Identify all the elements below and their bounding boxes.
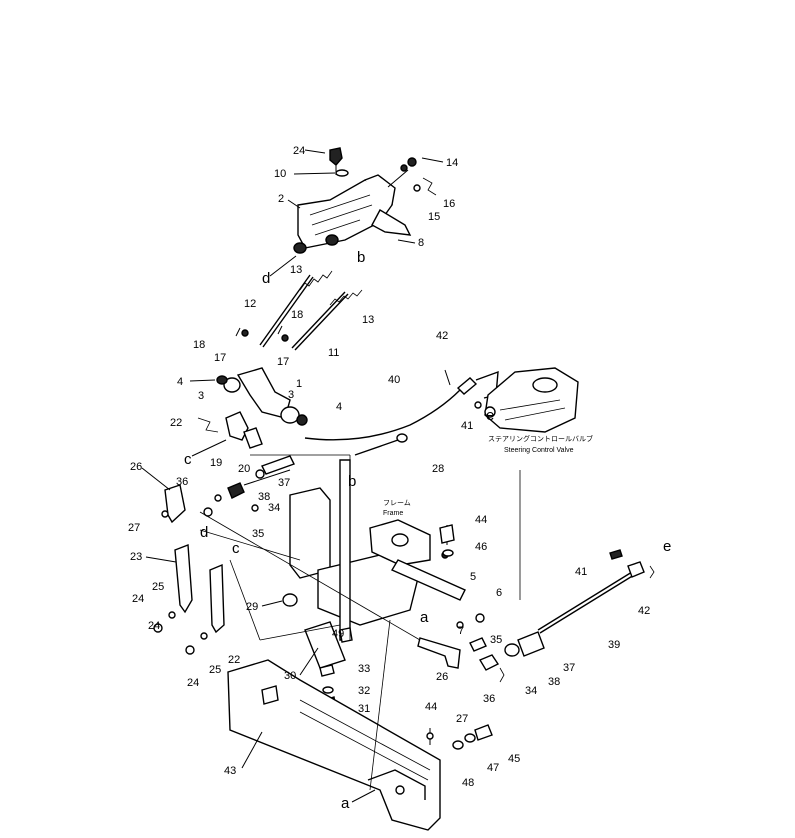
part-labels: 24 10 14 16 15 2 8 d 13 b 12 18 13 18 17… [128, 145, 671, 812]
part-label: 42 [638, 605, 650, 617]
connection-letter: e [486, 407, 494, 424]
part-label: 24 [132, 593, 144, 605]
right-levers [417, 631, 545, 683]
part-label: 3 [198, 390, 204, 402]
part-label: 4 [336, 401, 342, 413]
part-label: 3 [288, 389, 294, 401]
part-label: 14 [446, 157, 458, 169]
part-label: 37 [563, 662, 575, 674]
part-label: 4 [177, 376, 183, 388]
upper-lever-assembly [293, 147, 437, 254]
part-label: 48 [462, 777, 474, 789]
part-label: 25 [209, 664, 221, 676]
connection-letter: b [348, 473, 356, 490]
part-label: 23 [130, 551, 142, 563]
frame-label-en: Frame [383, 510, 403, 517]
connection-letter: b [357, 249, 365, 266]
part-label: 22 [170, 417, 182, 429]
connection-lines [199, 454, 521, 791]
part-label: 25 [152, 581, 164, 593]
part-label: 30 [284, 670, 296, 682]
part-label: 34 [268, 502, 280, 514]
part-label: 35 [490, 634, 502, 646]
part-label: 19 [210, 457, 222, 469]
part-label: 20 [238, 463, 250, 475]
part-label: 42 [436, 330, 448, 342]
center-frame-bracket [289, 459, 449, 641]
bolt-28 [354, 433, 408, 456]
part-label: 32 [358, 685, 370, 697]
connection-letter: d [262, 270, 270, 287]
part-label: 27 [128, 522, 140, 534]
steering-valve-label-en: Steering Control Valve [504, 447, 574, 454]
part-label: 28 [432, 463, 444, 475]
part-label: 13 [362, 314, 374, 326]
part-label: 47 [487, 762, 499, 774]
left-levers [153, 455, 295, 655]
part-label: 38 [548, 676, 560, 688]
part-label: 17 [214, 352, 226, 364]
part-label: 34 [525, 685, 537, 697]
part-label: 22 [228, 654, 240, 666]
connection-letter: a [420, 609, 429, 626]
connection-letter: c [232, 540, 240, 557]
part-label: 38 [258, 491, 270, 503]
control-cable [304, 369, 499, 441]
plate-and-bolts [282, 593, 353, 714]
steering-control-valve [484, 367, 579, 433]
part-label: 15 [428, 211, 440, 223]
part-label: 11 [328, 347, 339, 359]
part-label: 35 [252, 528, 264, 540]
part-label: 41 [575, 566, 587, 578]
part-label: 41 [461, 420, 473, 432]
part-label: 40 [388, 374, 400, 386]
connection-letter: c [184, 451, 192, 468]
part-label: 36 [483, 693, 495, 705]
part-label: 1 [296, 378, 302, 390]
part-label: 43 [224, 765, 236, 777]
cross-shafts [390, 549, 655, 634]
part-label: 6 [496, 587, 502, 599]
part-label: 36 [176, 476, 188, 488]
part-label: 44 [475, 514, 487, 526]
frame-label-jp: フレーム [383, 499, 411, 507]
part-label: 37 [278, 477, 290, 489]
part-label: 24 [148, 620, 160, 632]
part-label: 12 [244, 298, 256, 310]
part-label: 8 [418, 237, 424, 249]
part-label: 18 [291, 309, 303, 321]
part-label: 13 [290, 264, 302, 276]
rods-and-springs [235, 270, 363, 351]
steering-valve-label-jp: ステアリングコントロールバルブ [488, 434, 593, 443]
part-label: 24 [187, 677, 199, 689]
part-label: 27 [456, 713, 468, 725]
part-label: 29 [246, 601, 258, 613]
connection-letter: d [200, 524, 208, 541]
fasteners-44-48 [426, 524, 493, 750]
part-label: 2 [278, 193, 284, 205]
part-label: 46 [475, 541, 487, 553]
part-label: 44 [425, 701, 437, 713]
part-label: 49 [332, 628, 344, 640]
part-label: 16 [443, 198, 455, 210]
part-label: 45 [508, 753, 520, 765]
part-label: 10 [274, 168, 286, 180]
connection-letter: e [663, 538, 671, 555]
part-label: 39 [608, 639, 620, 651]
part-label: 7 [458, 625, 464, 637]
part-label: 18 [193, 339, 205, 351]
part-label: 24 [293, 145, 305, 157]
connection-letter: a [341, 795, 350, 812]
part-label: 17 [277, 356, 289, 368]
part-label: 5 [470, 571, 476, 583]
part-label: 33 [358, 663, 370, 675]
part-label: 26 [130, 461, 142, 473]
part-label: 31 [358, 703, 370, 715]
bellcrank-assembly [197, 367, 308, 449]
lower-frame-43 [227, 659, 441, 831]
part-label: 26 [436, 671, 448, 683]
